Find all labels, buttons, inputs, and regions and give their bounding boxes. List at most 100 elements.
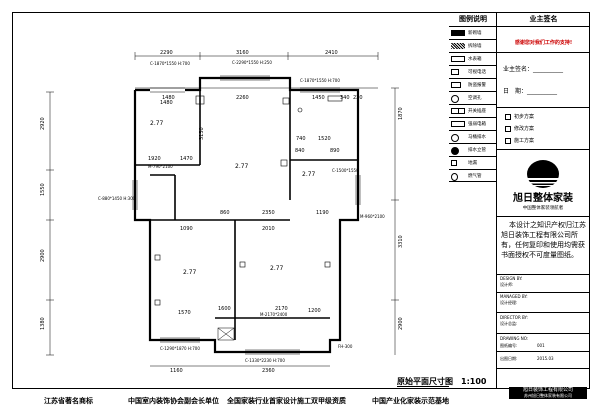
manager-label: 设计经理: [500, 300, 518, 305]
label-window-bc: C-1330*2230 H:700 [245, 358, 285, 363]
label-window-top2: C-2290*1550 H:250 [232, 60, 272, 65]
managed-by-label: MANAGED BY: [500, 294, 528, 299]
checkbox-icon [505, 113, 511, 120]
legend-title: 图例说明 [459, 15, 487, 23]
electric-box-icon [451, 121, 465, 127]
drain-pipe-icon [451, 147, 459, 155]
legend-label: 开关插座 [468, 109, 486, 114]
legend-label: 强弱电箱 [468, 122, 486, 127]
dim-left-4: 1380 [40, 317, 46, 330]
dim-inner: 2350 [262, 210, 275, 216]
dim-inner: 740 [296, 136, 306, 142]
legend-label: 空调孔 [468, 96, 482, 101]
solid-wall-icon [451, 30, 465, 36]
label-window-right: C-1500*1550 [332, 168, 359, 173]
dim-sub-5: 220 [353, 95, 363, 101]
footer-association: 中国室内装饰协会副会长单位 [128, 397, 219, 405]
dim-inner: 1470 [180, 156, 193, 162]
room-area-2: 2.77 [235, 163, 249, 170]
dim-right-3: 2900 [398, 317, 404, 330]
dim-right-1: 1870 [398, 107, 404, 120]
dim-sub-2: 2260 [236, 95, 249, 101]
divider [497, 333, 590, 334]
dim-inner: 1600 [218, 306, 231, 312]
dim-inner: 860 [220, 210, 230, 216]
divider [497, 107, 590, 108]
divider [497, 26, 590, 27]
footer-brand: 江苏省著名商标 [44, 397, 93, 405]
option-label: 初步方案 [514, 114, 535, 120]
dim-inner: 890 [330, 148, 340, 154]
drawing-frame [12, 12, 590, 389]
option-label: 修改方案 [514, 126, 535, 132]
label-fh: FH-300 [338, 344, 353, 349]
legend-label: 地漏 [468, 161, 477, 166]
dim-left-2: 1550 [40, 183, 46, 196]
divider [497, 149, 590, 150]
legend-row: 空调孔 [449, 91, 497, 104]
dim-inner: 1090 [180, 226, 193, 232]
copyright-notice: 本设计之知识产权归江苏旭日装饰工程有限公司所有，任何复印和使用均需获书面授权不可… [501, 221, 586, 259]
date-field[interactable]: 日 期：__________ [503, 88, 558, 95]
option-construction[interactable]: 施工方案 [505, 137, 534, 144]
legend-label: 可视电话 [468, 70, 486, 75]
dim-inner: 2010 [262, 226, 275, 232]
floor-drain-icon [451, 160, 457, 166]
phone-icon [451, 69, 459, 75]
title-block: 业主签名 感谢您对我们工作的支持! 业主签名：__________ 日 期：__… [497, 12, 590, 399]
legend-row: 新砌墙 [449, 26, 497, 39]
legend-label: 防盗报警 [468, 83, 486, 88]
owner-sign-label: 业主签名： [503, 66, 534, 73]
dim-sub-4: 340 [340, 95, 350, 101]
drawing-no-value: 001 [537, 343, 545, 348]
drawing-no-cn-label: 图纸编号: [500, 343, 518, 348]
dim-inner: 1570 [178, 310, 191, 316]
ac-hole-icon [451, 95, 459, 103]
legend-label: 新砌墙 [468, 31, 482, 36]
company-logo: 旭日整体家装 中国整体家装领航者 [501, 160, 586, 211]
legend-label: 拆除墙 [468, 44, 482, 49]
label-window-bl: C-1290*1870 H:700 [160, 346, 200, 351]
dim-inner: 1920 [148, 156, 161, 162]
dim-inner: 1520 [318, 136, 331, 142]
room-area-1: 2.77 [150, 120, 164, 127]
legend-label: 燃气管 [468, 174, 482, 179]
divider [497, 274, 590, 275]
legend-row: 可视电话 [449, 65, 497, 78]
checkbox-icon [505, 125, 511, 132]
label-window-tl: C-1870*1550 H:700 [300, 78, 340, 83]
option-preliminary[interactable]: 初步方案 [505, 113, 534, 120]
gas-pipe-icon [451, 173, 458, 181]
director-by-label: DIRECTOR BY: [500, 315, 528, 320]
divider [497, 216, 590, 217]
dim-inner: 2170 [275, 306, 288, 312]
room-area-4: 2.77 [183, 269, 197, 276]
dim-inner: 3150 [199, 127, 205, 140]
label-door-left: M-790*2100 [148, 164, 173, 169]
footer-demo-base: 中国产业化家装示范基地 [372, 397, 449, 405]
sun-logo-icon [527, 160, 559, 188]
dim-sub-3: 1450 [312, 95, 325, 101]
director-label: 设计总监: [500, 321, 518, 326]
divider [497, 351, 590, 352]
dim-right-2: 3310 [398, 235, 404, 248]
legend-panel: 图例说明 新砌墙 拆除墙 水表箱 可视电话 防盗报警 空调孔 开关插座 [449, 12, 497, 389]
drawing-no-label: DRAWING NO: [500, 336, 529, 341]
logo-subtext: 中国整体家装领航者 [523, 204, 564, 211]
owner-sign-field[interactable]: 业主签名：__________ [503, 66, 564, 73]
label-door-bottom: M-2170*2400 [260, 312, 288, 317]
legend-row: 燃气管 [449, 169, 497, 182]
title-underline [397, 386, 449, 387]
dim-inner: 840 [295, 148, 305, 154]
label-door-center: M-960*2100 [360, 214, 385, 219]
issue-date-label: 出图日期: [500, 356, 518, 361]
legend-label: 排水立管 [468, 148, 486, 153]
logo-text: 旭日整体家装 [512, 191, 573, 204]
room-area-3: 2.77 [302, 171, 316, 178]
dim-left-3: 2900 [40, 249, 46, 262]
legend-row: 地漏 [449, 156, 497, 169]
checkbox-icon [505, 137, 511, 144]
option-revised[interactable]: 修改方案 [505, 125, 534, 132]
legend-row: 拆除墙 [449, 39, 497, 52]
